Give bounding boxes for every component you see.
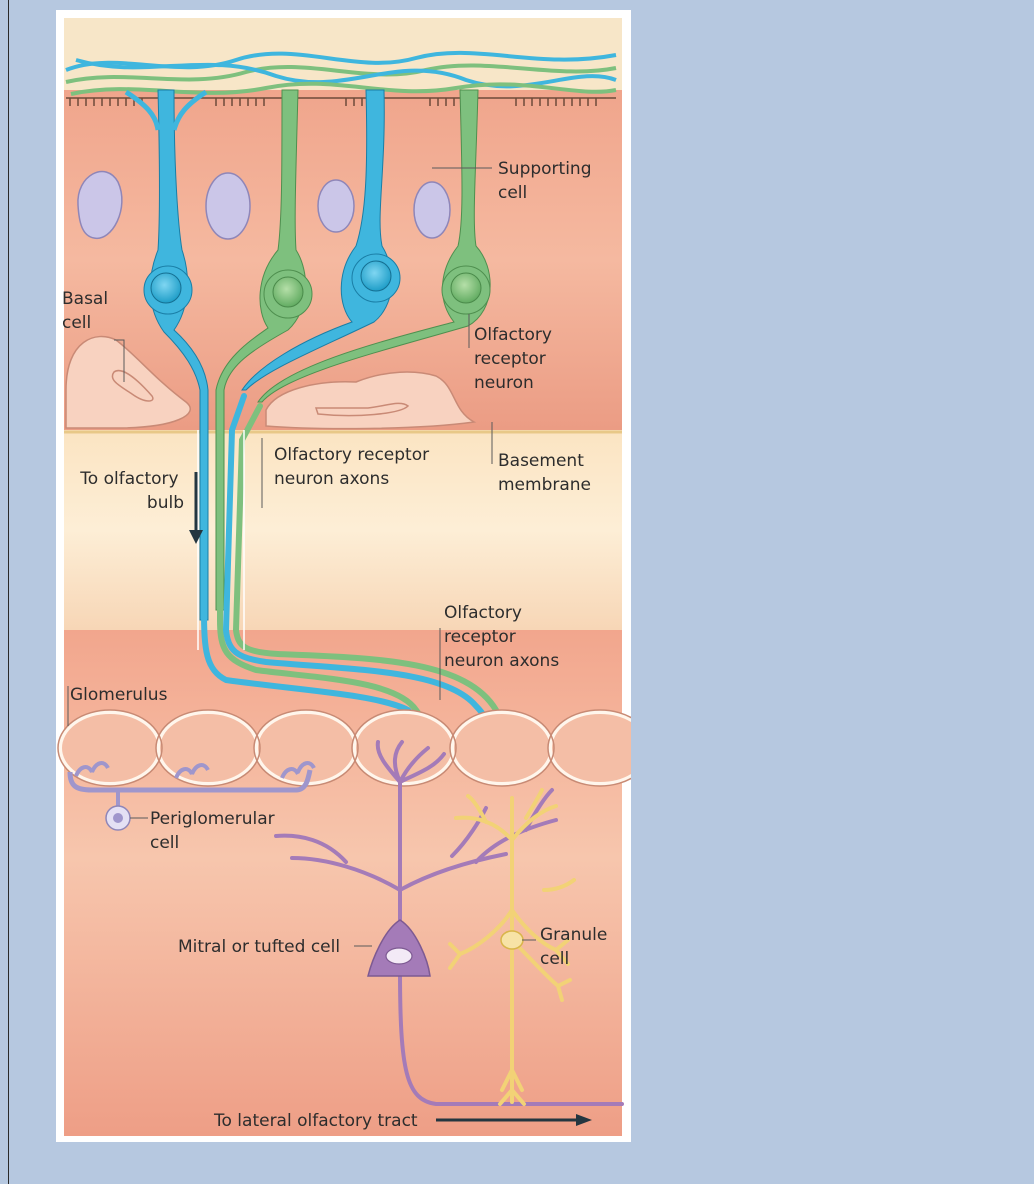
label-glomerulus: Glomerulus <box>70 685 168 705</box>
olfactory-bulb-tissue <box>64 630 622 1136</box>
mitral-cell-nucleus <box>386 948 412 964</box>
granule-cell-soma <box>501 931 523 949</box>
olfactory-pathway-diagram: Supporting cell Basal cell Olfactory rec… <box>56 10 631 1142</box>
left-border-line <box>8 0 9 1184</box>
olfactory-diagram-frame: Supporting cell Basal cell Olfactory rec… <box>56 10 631 1142</box>
label-to-lateral-olfactory-tract: To lateral olfactory tract <box>213 1111 418 1131</box>
label-mitral-or-tufted-cell: Mitral or tufted cell <box>178 937 340 957</box>
